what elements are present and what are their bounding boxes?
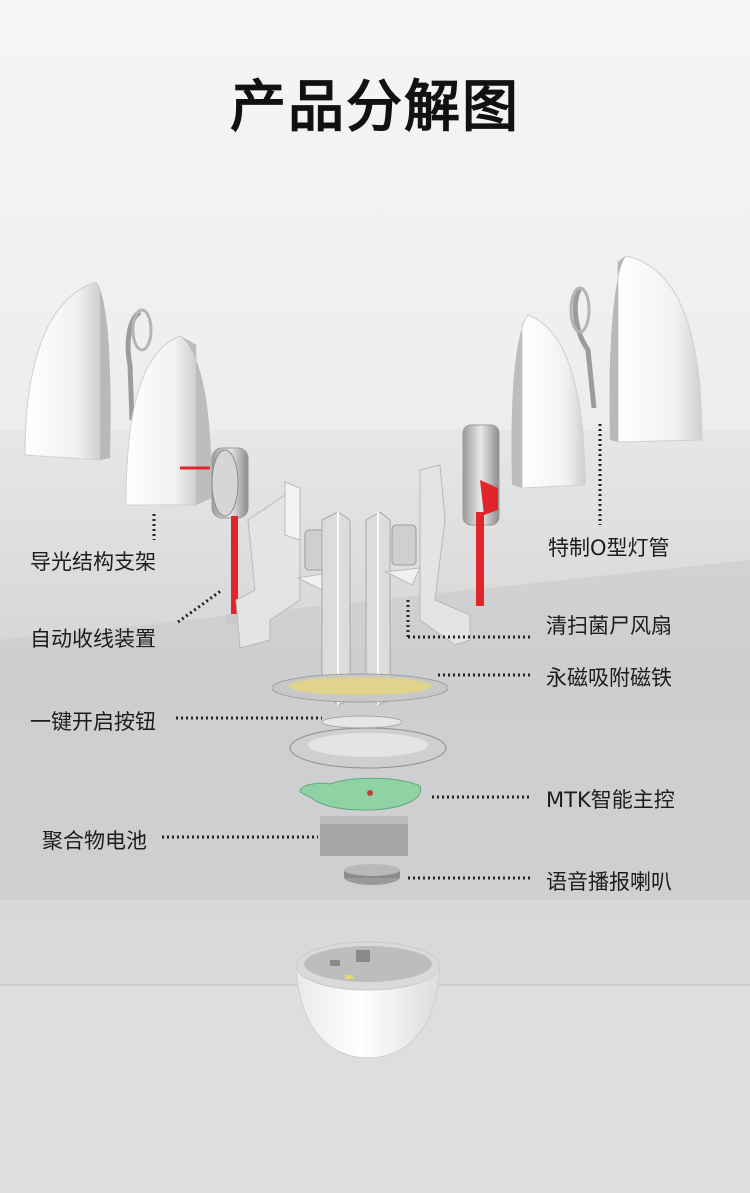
- label-sterilizing-fan: 清扫菌尸风扇: [546, 614, 672, 638]
- label-voice-speaker: 语音播报喇叭: [546, 870, 672, 894]
- label-auto-retract-device: 自动收线装置: [30, 627, 156, 651]
- label-light-guide-bracket: 导光结构支架: [30, 550, 156, 574]
- page-title: 产品分解图: [230, 75, 520, 140]
- label-one-key-button: 一键开启按钮: [30, 710, 156, 734]
- label-polymer-battery: 聚合物电池: [42, 829, 147, 853]
- label-magnet: 永磁吸附磁铁: [546, 666, 672, 690]
- label-o-type-lamp: 特制O型灯管: [548, 536, 670, 560]
- label-mtk-controller: MTK智能主控: [546, 788, 675, 812]
